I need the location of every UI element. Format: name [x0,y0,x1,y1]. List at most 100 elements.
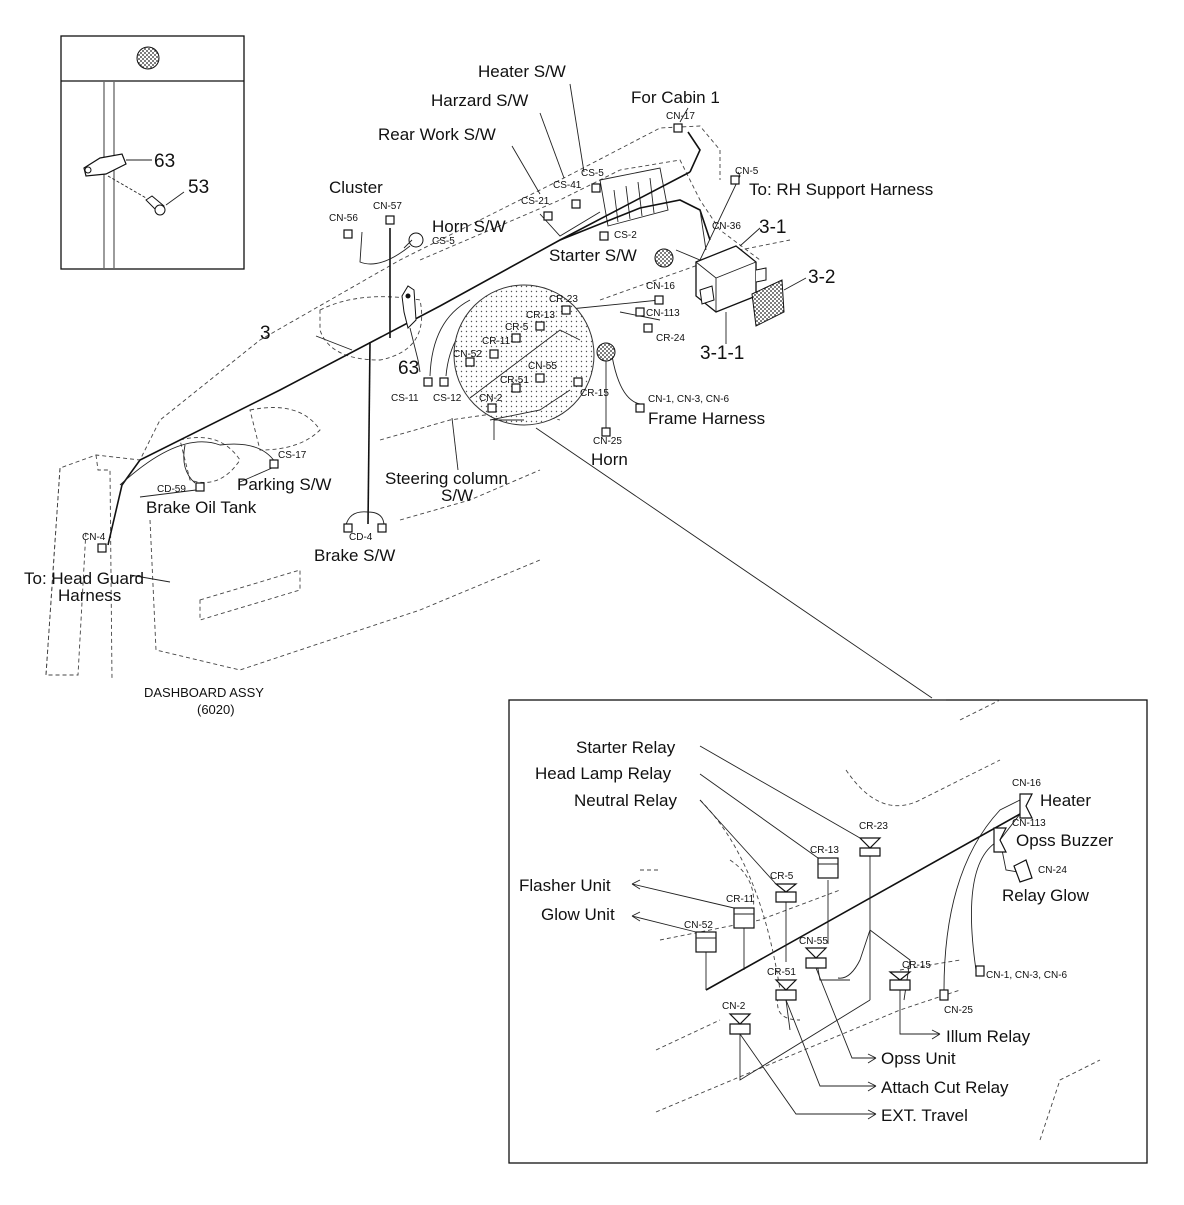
detail-code-cn1-3-6: CN-1, CN-3, CN-6 [986,970,1068,981]
code-cn5: CN-5 [735,166,759,177]
detail-cr15-icon [888,971,912,991]
label-steering-column-sw: S/W [441,486,473,505]
plate-3-2 [751,279,785,327]
detail-code-cn16: CN-16 [1012,778,1041,789]
detail-label-heater: Heater [1040,791,1091,810]
detail-label-opss-buzzer: Opss Buzzer [1016,831,1114,850]
label-heater-sw: Heater S/W [478,62,566,81]
detail-cr11-icon [733,907,755,929]
code-cn25: CN-25 [593,436,622,447]
detail-label-opss-unit: Opss Unit [881,1049,956,1068]
detail-code-cr5: CR-5 [770,871,794,882]
code-cn1-3-6: CN-1, CN-3, CN-6 [648,394,730,405]
code-cr51: CR-51 [500,375,529,386]
label-dashboard-assy: DASHBOARD ASSY [144,685,264,700]
detail-cn16-icon [1019,793,1033,819]
main-connector-glyphs [97,123,740,553]
inset-part-63: 63 [154,151,175,172]
magnify-region [453,284,595,426]
label-brake-oil-tank: Brake Oil Tank [146,498,257,517]
label-horn: Horn [591,450,628,469]
detail-code-cr51: CR-51 [767,967,796,978]
detail-label-head-lamp-relay: Head Lamp Relay [535,764,672,783]
code-cs2: CS-2 [614,230,637,241]
label-part-3-1: 3-1 [759,217,786,238]
code-cn36: CN-36 [712,221,741,232]
detail-relay-panel [508,699,1148,1164]
code-cr5: CR-5 [505,322,529,333]
detail-cr13-icon [817,857,839,879]
detail-cr23-icon [858,837,882,857]
detail-code-cn55: CN-55 [799,936,828,947]
code-cr11: CR-11 [482,336,511,347]
code-cn55: CN-55 [528,361,557,372]
code-cd4: CD-4 [349,532,373,543]
detail-code-cn25: CN-25 [944,1005,973,1016]
code-cr24: CR-24 [656,333,685,344]
code-cs5-top: CS-5 [581,168,604,179]
detail-label-ext-travel: EXT. Travel [881,1106,968,1125]
label-part-63: 63 [398,358,419,379]
relay-box-3-1 [695,227,767,344]
detail-label-glow-unit: Glow Unit [541,905,615,924]
label-parking-sw: Parking S/W [237,475,331,494]
code-cs17: CS-17 [278,450,307,461]
code-cn56: CN-56 [329,213,358,224]
detail-code-cn2: CN-2 [722,1001,746,1012]
code-cn16: CN-16 [646,281,675,292]
marker-starter [654,248,674,268]
detail-code-cn24: CN-24 [1038,865,1067,876]
detail-code-cr13: CR-13 [810,845,839,856]
code-cs11: CS-11 [391,393,419,404]
detail-code-cr15: CR-15 [902,960,931,971]
code-cr15: CR-15 [580,388,609,399]
detail-code-cr11: CR-11 [726,894,755,905]
code-cs12: CS-12 [433,393,462,404]
marker-horn [596,342,616,362]
dashboard-outline [45,125,791,681]
label-part-3: 3 [260,323,271,344]
label-brake-sw: Brake S/W [314,546,395,565]
label-frame-harness: Frame Harness [648,409,765,428]
detail-marker-icon [136,46,160,70]
code-cn2: CN-2 [479,393,503,404]
label-for-cabin-1: For Cabin 1 [631,88,720,107]
detail-cn113-icon [993,827,1007,853]
code-cn17: CN-17 [666,111,695,122]
label-steering-column: Steering column [385,469,508,488]
clamp-63-icon [401,285,417,329]
clamp-icon [83,153,127,177]
code-cn113: CN-113 [646,308,680,319]
detail-label-attach-cut-relay: Attach Cut Relay [881,1078,1009,1097]
code-cr23: CR-23 [549,294,578,305]
label-head-guard-harness: Harness [58,586,121,605]
code-cs5-horn: CS-5 [432,236,455,247]
label-cluster: Cluster [329,178,383,197]
code-cs21: CS-21 [521,196,550,207]
detail-label-flasher-unit: Flasher Unit [519,876,611,895]
label-horn-sw: Horn S/W [432,217,506,236]
main-leaders [129,83,689,583]
detail-cn1-icon [975,965,985,977]
label-starter-sw: Starter S/W [549,246,637,265]
detail-cr5-icon [774,883,798,903]
switch-panel [599,167,669,227]
detail-cn2-icon [728,1013,752,1035]
label-harzard-sw: Harzard S/W [431,91,528,110]
code-cs41: CS-41 [553,180,582,191]
detail-label-illum-relay: Illum Relay [946,1027,1031,1046]
detail-label-neutral-relay: Neutral Relay [574,791,677,810]
inset-part-53: 53 [188,177,209,198]
code-cd59: CD-59 [157,484,186,495]
code-cr13: CR-13 [526,310,555,321]
detail-cn25-icon [939,989,949,1001]
detail-cr51-icon [774,979,798,1001]
label-part-3-2: 3-2 [808,267,835,288]
code-cn4: CN-4 [82,532,106,543]
detail-label-relay-glow: Relay Glow [1002,886,1090,905]
horn-switch-icon [408,232,424,248]
inset-clamp-detail: 63 53 [60,35,245,270]
label-rear-work-sw: Rear Work S/W [378,125,496,144]
